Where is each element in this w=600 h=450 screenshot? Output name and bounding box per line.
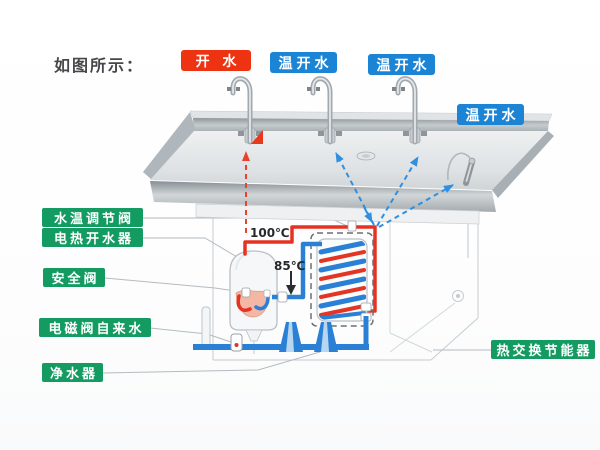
temp-regulating-valve — [347, 220, 357, 232]
label-solenoid-tap-water: 电磁阀自来水 — [39, 318, 151, 337]
faucet-warm-1 — [307, 76, 342, 145]
tank-drain-funnel — [245, 329, 263, 342]
faucet-warm-2 — [392, 76, 427, 145]
water-filters — [279, 322, 338, 352]
label-boiling-water: 开 水 — [181, 50, 251, 71]
heat-exchanger-dashed-box — [310, 232, 374, 327]
label-temp-regulating-valve: 水温调节阀 — [42, 208, 143, 227]
faucet-warm-side — [447, 152, 476, 186]
label-electric-boiler: 电热开水器 — [42, 228, 143, 247]
overflow-pipe — [201, 306, 211, 349]
sink-counter — [143, 110, 554, 225]
label-heat-exchanger: 热交换节能器 — [491, 340, 595, 359]
counter-left-rail — [143, 112, 196, 180]
label-water-purifier: 净水器 — [42, 363, 103, 382]
label-warm-water-2: 温开水 — [368, 54, 435, 75]
warm-water-arrow-2 — [376, 156, 419, 227]
heating-element — [236, 294, 252, 312]
counter-under-shelf — [195, 203, 480, 225]
boiler-tank — [201, 250, 278, 354]
hot-water-pipe — [243, 225, 377, 313]
exchanger-coil — [318, 240, 366, 320]
flow-arrows — [242, 151, 454, 233]
red-handle — [251, 130, 263, 144]
mixed-water-fitting — [277, 291, 288, 303]
label-safety-valve: 安全阀 — [43, 268, 105, 287]
cabinet-screw — [452, 290, 464, 302]
label-warm-water-3: 温开水 — [457, 104, 524, 125]
cold-inlet-curve — [254, 295, 270, 311]
solenoid-valve — [230, 333, 243, 352]
exchanger-fitting-top — [360, 302, 372, 312]
counter-front-apron — [150, 181, 496, 212]
faucet-aerator — [227, 87, 231, 91]
faucet-boiling — [227, 76, 263, 145]
temp-85-arrow — [286, 271, 296, 295]
mixed-temperature: 85℃ — [274, 259, 306, 273]
warm-water-arrow-return-tip — [363, 206, 373, 223]
label-warm-water-1: 温开水 — [270, 52, 337, 73]
heat-exchanger — [310, 220, 374, 327]
counter-surface — [150, 131, 548, 190]
safety-valve-fitting — [241, 287, 251, 298]
boiler-temperature: 100℃ — [250, 226, 290, 240]
counter-right-fascia — [492, 131, 554, 198]
page-title: 如图所示： — [54, 56, 145, 75]
